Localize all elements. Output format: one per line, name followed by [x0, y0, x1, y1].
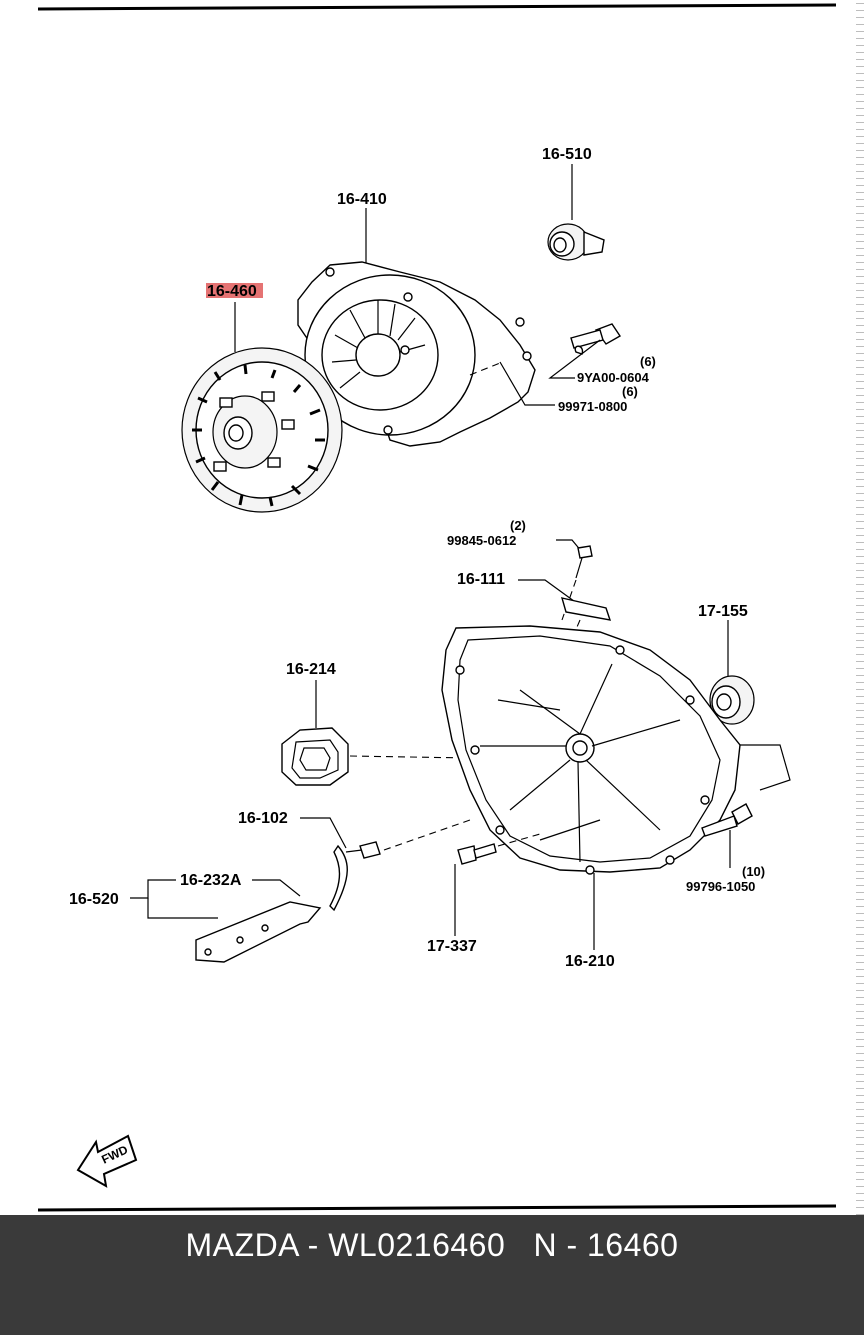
label-16-111[interactable]: 16-111 [457, 571, 505, 588]
label-16-210[interactable]: 16-210 [565, 953, 615, 970]
label-16-520[interactable]: 16-520 [69, 891, 119, 908]
qty-99971: (6) [622, 384, 638, 399]
qty-99845: (2) [510, 518, 526, 533]
release-fork-drawing [130, 844, 348, 963]
release-bearing-drawing [547, 164, 605, 261]
label-16-460[interactable]: 16-460 [207, 283, 257, 300]
label-99796-1050[interactable]: 99796-1050 [686, 879, 755, 894]
footer-banner: MAZDA - WL0216460 N - 16460 [0, 1215, 864, 1335]
bearing-17-155-drawing [687, 620, 755, 725]
pivot-pin-drawing [300, 817, 471, 859]
bolt-99845-drawing [556, 539, 593, 621]
dust-cover-drawing [518, 579, 612, 635]
qty-9ya00: (6) [640, 354, 656, 369]
clutch-parts-diagram: 16-510 16-410 16-46 [37, 3, 837, 1212]
cover-bolt-drawing [499, 323, 621, 406]
clutch-cover-drawing [297, 208, 536, 447]
footer-part-info: MAZDA - WL0216460 N - 16460 [185, 1226, 679, 1263]
clutch-housing-drawing [441, 625, 791, 950]
bottom-border [37, 1204, 837, 1212]
label-9ya00-0604[interactable]: 9YA00-0604 [577, 370, 650, 385]
label-16-510[interactable]: 16-510 [542, 146, 592, 163]
highlight-marker [206, 283, 263, 298]
label-17-337[interactable]: 17-337 [427, 938, 477, 955]
label-99971-0800[interactable]: 99971-0800 [558, 399, 627, 414]
label-17-155[interactable]: 17-155 [698, 603, 748, 620]
label-16-232a[interactable]: 16-232A [180, 872, 242, 889]
label-99845-0612[interactable]: 99845-0612 [447, 533, 516, 548]
top-border [37, 3, 837, 11]
fwd-arrow-icon: FWD [76, 1134, 138, 1188]
bolt-17-337-drawing [454, 833, 541, 936]
label-16-102[interactable]: 16-102 [238, 810, 288, 827]
housing-bolt-drawing [701, 803, 753, 868]
label-16-214[interactable]: 16-214 [286, 661, 336, 678]
clutch-disc-drawing [181, 302, 343, 513]
label-16-410[interactable]: 16-410 [337, 191, 387, 208]
page-edge-pattern [856, 0, 864, 1215]
release-boot-drawing [281, 680, 471, 786]
qty-99796: (10) [742, 864, 765, 879]
